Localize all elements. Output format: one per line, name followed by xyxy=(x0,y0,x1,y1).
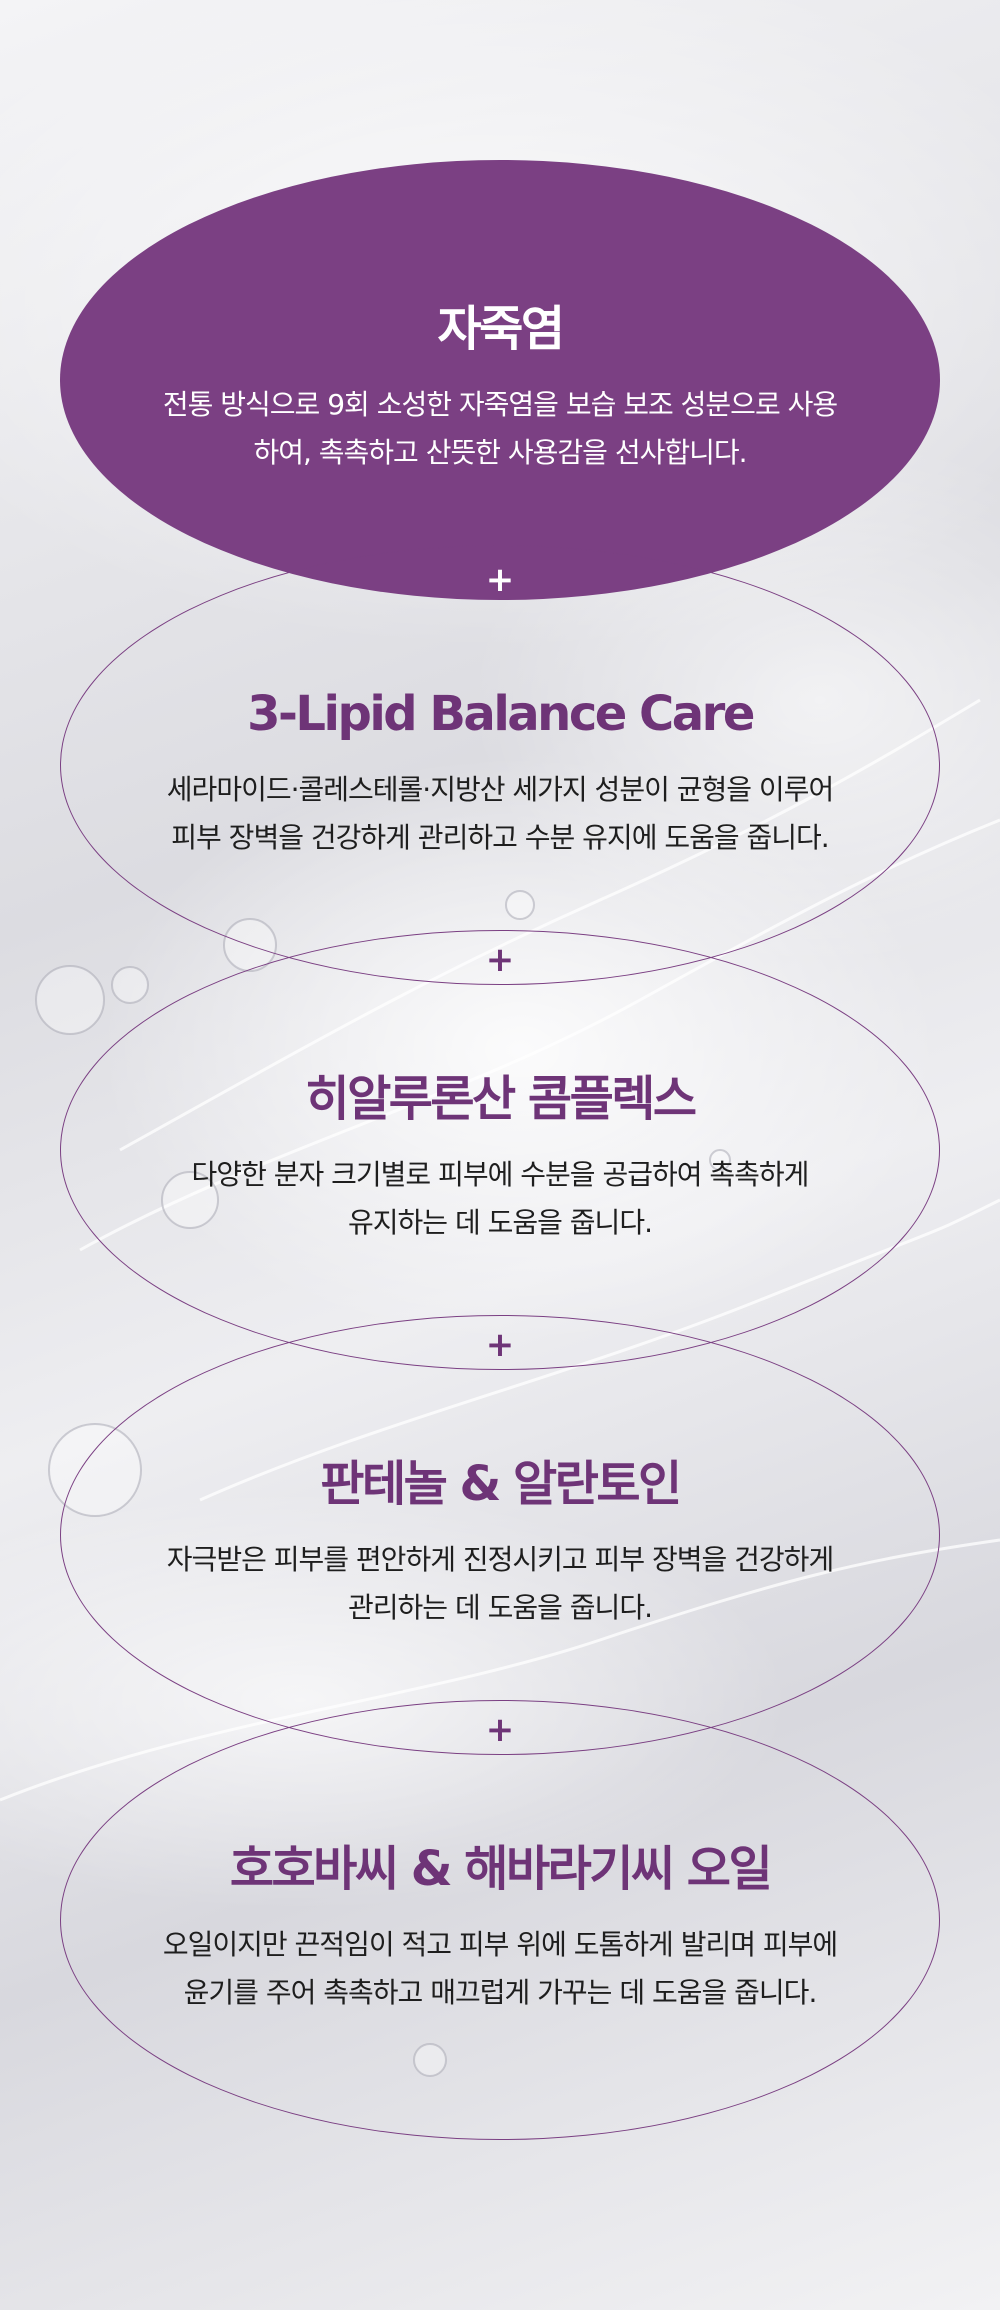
ingredient-card-3-lipid: 3-Lipid Balance Care 세라마이드·콜레스테롤·지방산 세가지… xyxy=(60,690,940,862)
description-line: 하여, 촉촉하고 산뜻한 사용감을 선사합니다. xyxy=(253,436,747,469)
ingredient-card-jajukyeom: 자죽염 전통 방식으로 9회 소성한 자죽염을 보습 보조 성분으로 사용 하여… xyxy=(60,305,940,477)
ingredient-ellipse-5 xyxy=(60,1700,940,2140)
description-line: 피부 장벽을 건강하게 관리하고 수분 유지에 도움을 줍니다. xyxy=(171,821,829,854)
description-line: 세라마이드·콜레스테롤·지방산 세가지 성분이 균형을 이루어 xyxy=(166,773,834,806)
description-line: 전통 방식으로 9회 소성한 자죽염을 보습 보조 성분으로 사용 xyxy=(162,388,838,421)
ingredient-title: 자죽염 xyxy=(437,301,565,357)
ingredient-title: 호호바씨 & 해바라기씨 오일 xyxy=(229,1841,773,1897)
ingredient-card-hyaluronic: 히알루론산 콤플렉스 다양한 분자 크기별로 피부에 수분을 공급하여 촉촉하게… xyxy=(60,1075,940,1247)
ingredient-description: 세라마이드·콜레스테롤·지방산 세가지 성분이 균형을 이루어 피부 장벽을 건… xyxy=(60,766,940,862)
ingredient-title: 판테놀 & 알란토인 xyxy=(320,1456,682,1512)
description-line: 유지하는 데 도움을 줍니다. xyxy=(348,1206,653,1239)
ingredient-description: 자극받은 피부를 편안하게 진정시키고 피부 장벽을 건강하게 관리하는 데 도… xyxy=(60,1536,940,1632)
ingredient-title: 3-Lipid Balance Care xyxy=(247,686,755,742)
ingredient-ellipse-1 xyxy=(60,160,940,600)
ingredient-description: 다양한 분자 크기별로 피부에 수분을 공급하여 촉촉하게 유지하는 데 도움을… xyxy=(60,1151,940,1247)
ingredient-description: 오일이지만 끈적임이 적고 피부 위에 도톰하게 발리며 피부에 윤기를 주어 … xyxy=(60,1921,940,2017)
description-line: 다양한 분자 크기별로 피부에 수분을 공급하여 촉촉하게 xyxy=(191,1158,810,1191)
description-line: 관리하는 데 도움을 줍니다. xyxy=(348,1591,653,1624)
description-line: 오일이지만 끈적임이 적고 피부 위에 도톰하게 발리며 피부에 xyxy=(162,1928,838,1961)
ingredient-title: 히알루론산 콤플렉스 xyxy=(305,1071,697,1127)
ingredient-description: 전통 방식으로 9회 소성한 자죽염을 보습 보조 성분으로 사용 하여, 촉촉… xyxy=(60,381,940,477)
description-line: 자극받은 피부를 편안하게 진정시키고 피부 장벽을 건강하게 xyxy=(166,1543,834,1576)
ingredient-card-jojoba-sunflower: 호호바씨 & 해바라기씨 오일 오일이지만 끈적임이 적고 피부 위에 도톰하게… xyxy=(60,1845,940,2017)
ingredient-card-panthenol-allantoin: 판테놀 & 알란토인 자극받은 피부를 편안하게 진정시키고 피부 장벽을 건강… xyxy=(60,1460,940,1632)
description-line: 윤기를 주어 촉촉하고 매끄럽게 가꾸는 데 도움을 줍니다. xyxy=(183,1976,818,2009)
